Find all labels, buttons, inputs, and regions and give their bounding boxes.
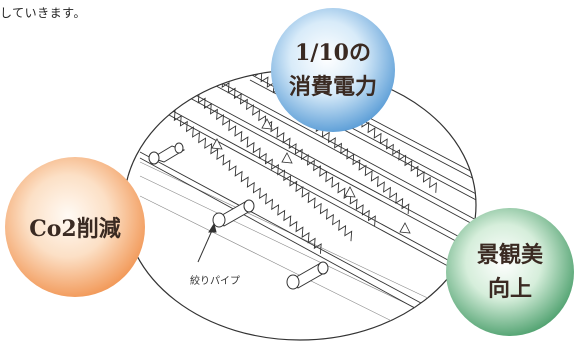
rail-2 — [174, 80, 476, 255]
pipe-3 — [286, 261, 329, 290]
pipe-label-arrow — [197, 222, 217, 263]
badge-co2-label: Co2削減 — [29, 216, 121, 242]
badge-scenery-improvement: 景観美 向上 — [446, 208, 574, 336]
badge-power-line2: 消費電力 — [289, 74, 377, 100]
drip-pipes — [148, 142, 329, 290]
badge-scenery-line2: 向上 — [488, 276, 532, 302]
badge-co2-reduction: Co2削減 — [5, 157, 145, 297]
roof-scene: 絞りパイプ — [123, 69, 477, 341]
pipe-label: 絞りパイプ — [190, 274, 240, 287]
intro-text: していきます。 — [0, 6, 86, 20]
pipe-2 — [212, 199, 255, 228]
rail-1 — [144, 92, 471, 279]
badge-power-consumption: 1/10の 消費電力 — [271, 8, 395, 132]
badge-power-line1: 1/10の — [295, 40, 371, 66]
pipe-1 — [148, 142, 186, 165]
badge-scenery-line1: 景観美 — [477, 242, 544, 268]
